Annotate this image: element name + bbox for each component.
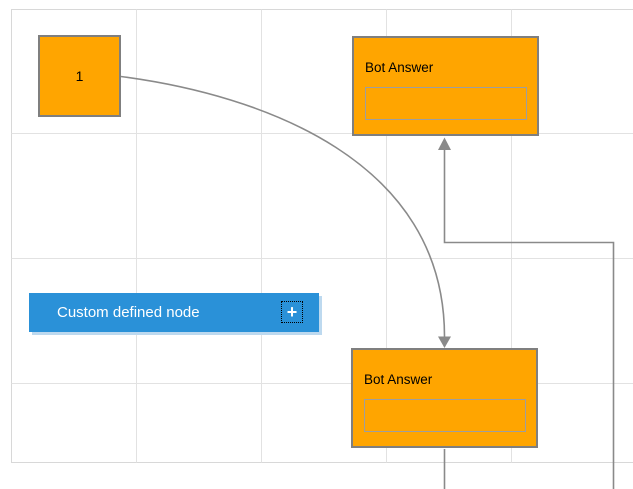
plus-icon: + [286, 302, 298, 322]
start-node-label: 1 [75, 68, 84, 84]
connector-elbow[interactable] [443, 150, 615, 489]
start-node[interactable]: 1 [38, 35, 121, 117]
arrowhead-up-icon [438, 137, 451, 150]
custom-defined-node[interactable]: Custom defined node + [29, 293, 319, 332]
bot-answer-title: Bot Answer [364, 372, 433, 387]
bot-answer-node-top[interactable]: Bot Answer [352, 36, 539, 136]
custom-node-label: Custom defined node [57, 304, 200, 321]
bot-answer-input[interactable] [365, 87, 527, 120]
page-border [11, 9, 633, 463]
connector-curve[interactable] [120, 75, 446, 337]
bot-answer-node-bottom[interactable]: Bot Answer [351, 348, 538, 448]
bot-answer-title: Bot Answer [365, 60, 434, 75]
add-node-button[interactable]: + [281, 301, 303, 323]
arrowhead-down-icon [438, 336, 451, 348]
bot-answer-input[interactable] [364, 399, 526, 432]
